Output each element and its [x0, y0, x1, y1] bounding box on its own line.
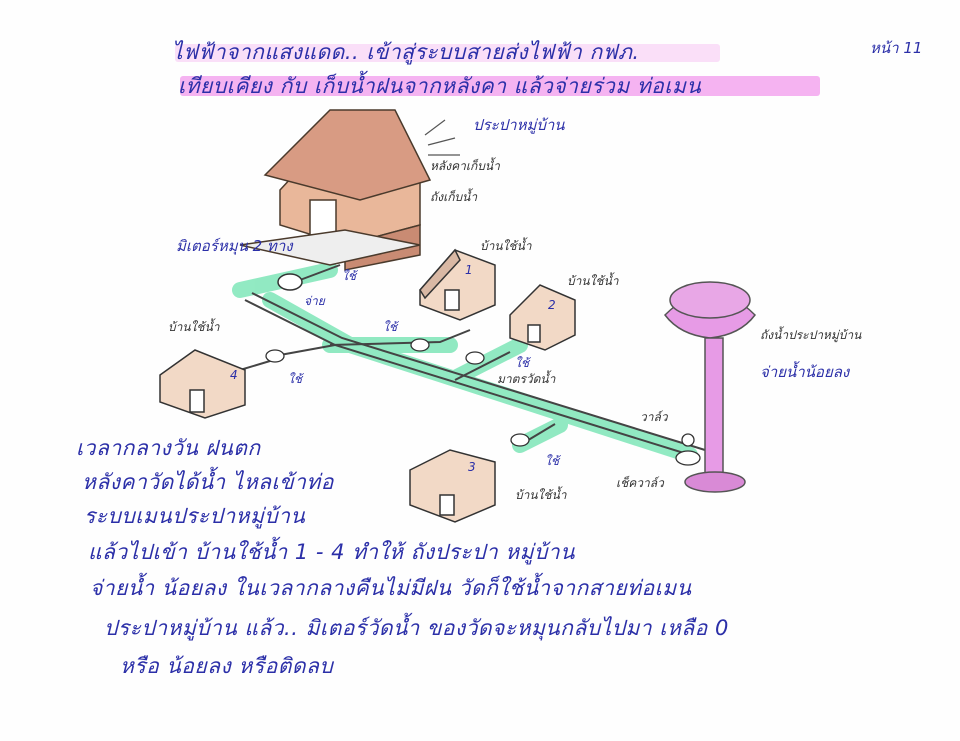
- house-4: [159, 349, 246, 419]
- label-house-using-water-1: บ้านใช้น้ำ: [480, 239, 532, 253]
- label-check-valve: เช็ควาล์ว: [616, 476, 664, 490]
- label-use-house-3: ใช้: [545, 454, 560, 468]
- house-number-4: 4: [230, 368, 238, 382]
- water-tower: [664, 281, 756, 493]
- valves: [675, 433, 701, 466]
- sun-rays: [424, 119, 460, 156]
- body-line-5: จ่ายน้ำ น้อยลง ในเวลากลางคืนไม่มีฝน วัดก…: [90, 576, 692, 600]
- body-line-1: เวลากลางวัน ฝนตก: [76, 436, 261, 460]
- house-2: [509, 284, 576, 351]
- house-number-3: 3: [468, 460, 476, 474]
- house-number-1: 1: [465, 263, 473, 277]
- house-number-2: 2: [548, 298, 556, 312]
- label-use-house-1: ใช้: [383, 320, 398, 334]
- label-house-using-water-4: บ้านใช้น้ำ: [168, 320, 220, 334]
- house-3: [409, 449, 496, 523]
- label-house-using-water-2: บ้านใช้น้ำ: [567, 274, 619, 288]
- label-house-using-water-3: บ้านใช้น้ำ: [515, 488, 567, 502]
- label-water-meter: มาตรวัดน้ำ: [497, 372, 556, 386]
- label-meter-two-way: มิเตอร์หมุน 2 ทาง: [176, 237, 293, 255]
- label-use-house-4: ใช้: [288, 372, 303, 386]
- title-line-2: เทียบเคียง กับ เก็บน้ำฝนจากหลังคา แล้วจ่…: [178, 74, 702, 98]
- title-highlight-line1: [175, 44, 720, 62]
- label-valve: วาล์ว: [640, 410, 668, 424]
- label-water-tower: ถังน้ำประปาหมู่บ้าน: [760, 328, 862, 342]
- label-village-water-supply: ประปาหมู่บ้าน: [473, 116, 565, 134]
- body-line-4: แล้วไปเข้า บ้านใช้น้ำ 1 - 4 ทำให้ ถังประ…: [88, 540, 575, 564]
- label-use-house-2: ใช้: [515, 356, 530, 370]
- body-line-3: ระบบเมนประปาหมู่บ้าน: [84, 504, 306, 528]
- label-roof-collect: หลังคาเก็บน้ำ: [430, 159, 500, 173]
- page-number: หน้า 11: [870, 39, 923, 57]
- label-supply-less: จ่ายน้ำน้อยลง: [760, 363, 850, 381]
- title-highlight-line2: [180, 76, 820, 96]
- body-line-7: หรือ น้อยลง หรือติดลบ: [120, 654, 334, 678]
- two-way-meter: [277, 273, 303, 291]
- label-supply-temple: จ่าย: [304, 294, 325, 308]
- body-line-2: หลังคาวัดได้น้ำ ไหลเข้าท่อ: [82, 470, 334, 494]
- title-line-1: ไฟฟ้าจากแสงแดด.. เข้าสู่ระบบสายส่งไฟฟ้า …: [172, 40, 640, 64]
- body-line-6: ประปาหมู่บ้าน แล้ว.. มิเตอร์วัดน้ำ ของวั…: [104, 616, 729, 640]
- temple-building: [239, 109, 432, 271]
- house-1: [419, 248, 496, 321]
- water-meters: [265, 338, 530, 447]
- label-use-temple: ใช้: [342, 269, 357, 283]
- label-rain-tank: ถังเก็บน้ำ: [430, 190, 478, 204]
